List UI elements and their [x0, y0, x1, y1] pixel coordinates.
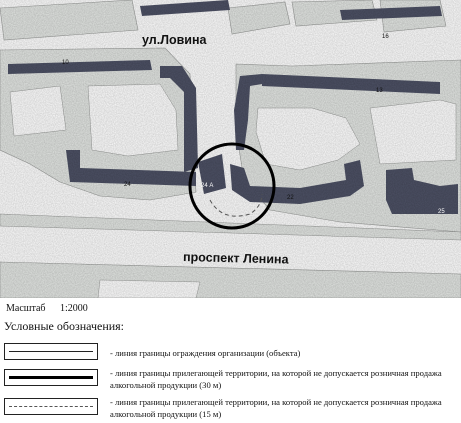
- building-number: 16: [382, 34, 389, 40]
- boundary-30m: [188, 142, 276, 230]
- legend-symbol-thick: [4, 369, 98, 386]
- scan-grain: [0, 0, 461, 298]
- building-number: 22: [287, 195, 294, 201]
- legend-symbol-thin: [4, 343, 98, 360]
- street-label-lenina: проспект Ленина: [183, 250, 290, 267]
- building-number: 25: [438, 209, 445, 215]
- boundary-15m: [209, 193, 263, 217]
- site-map: 10 16 13 24 24 А 22 25 ул.Ловина проспек…: [0, 0, 461, 298]
- building-number: 24 А: [201, 183, 213, 189]
- legend-title: Условные обозначения:: [4, 319, 125, 333]
- legend-item-15m-line: - линия границы прилегающей территории, …: [4, 396, 460, 422]
- scale-label: Масштаб: [6, 303, 46, 314]
- legend-text: - линия границы ограждения организации (…: [110, 348, 301, 358]
- scale-note: Масштаб 1:2000: [6, 303, 88, 314]
- legend-text: - линия границы прилегающей территории, …: [110, 368, 442, 390]
- street-label-lovina: ул.Ловина: [142, 33, 208, 47]
- scale-value: 1:2000: [60, 303, 88, 314]
- building-number: 24: [124, 182, 131, 188]
- dashed-line-swatch: [9, 406, 93, 407]
- legend-symbol-dashed: [4, 398, 98, 415]
- legend-item-fence-line: - линия границы ограждения организации (…: [4, 343, 460, 361]
- thick-line-swatch: [9, 376, 93, 379]
- thin-line-swatch: [9, 351, 93, 352]
- building-number: 13: [376, 88, 383, 94]
- legend-item-30m-line: - линия границы прилегающей территории, …: [4, 367, 460, 393]
- legend-text: - линия границы прилегающей территории, …: [110, 397, 442, 419]
- building-number: 10: [62, 60, 69, 66]
